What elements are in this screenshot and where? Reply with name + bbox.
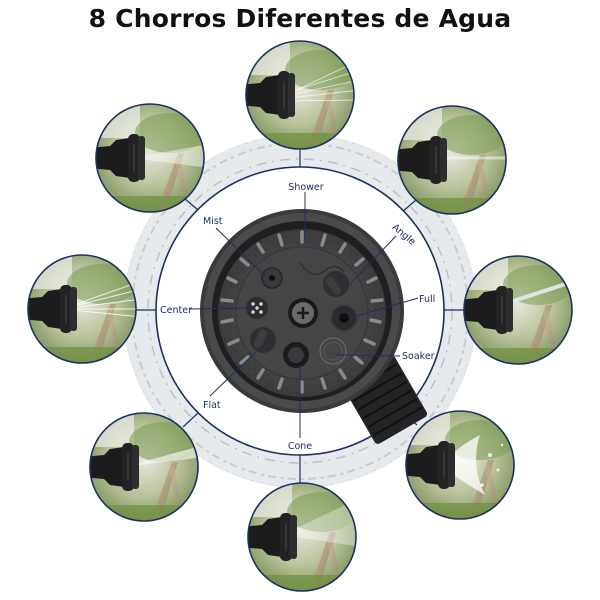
photo-circle-cone	[247, 482, 357, 592]
photo-circle-center	[27, 254, 137, 364]
photo-circle-angle	[397, 105, 507, 215]
page-title: 8 Chorros Diferentes de Agua	[88, 4, 512, 33]
photo-circle-mist	[95, 103, 205, 213]
photo-circle-shower	[245, 40, 355, 150]
label-mist: Mist	[203, 216, 223, 227]
photo-circle-soaker	[405, 410, 515, 520]
label-shower: Shower	[288, 182, 323, 193]
photo-circle-flat	[89, 412, 199, 522]
leader-lines	[189, 192, 419, 438]
label-full: Full	[419, 294, 435, 305]
label-center: Center	[160, 305, 192, 316]
label-cone: Cone	[288, 441, 312, 452]
photo-circle-full	[463, 255, 573, 365]
label-soaker: Soaker	[402, 351, 435, 362]
label-flat: Flat	[203, 400, 221, 411]
